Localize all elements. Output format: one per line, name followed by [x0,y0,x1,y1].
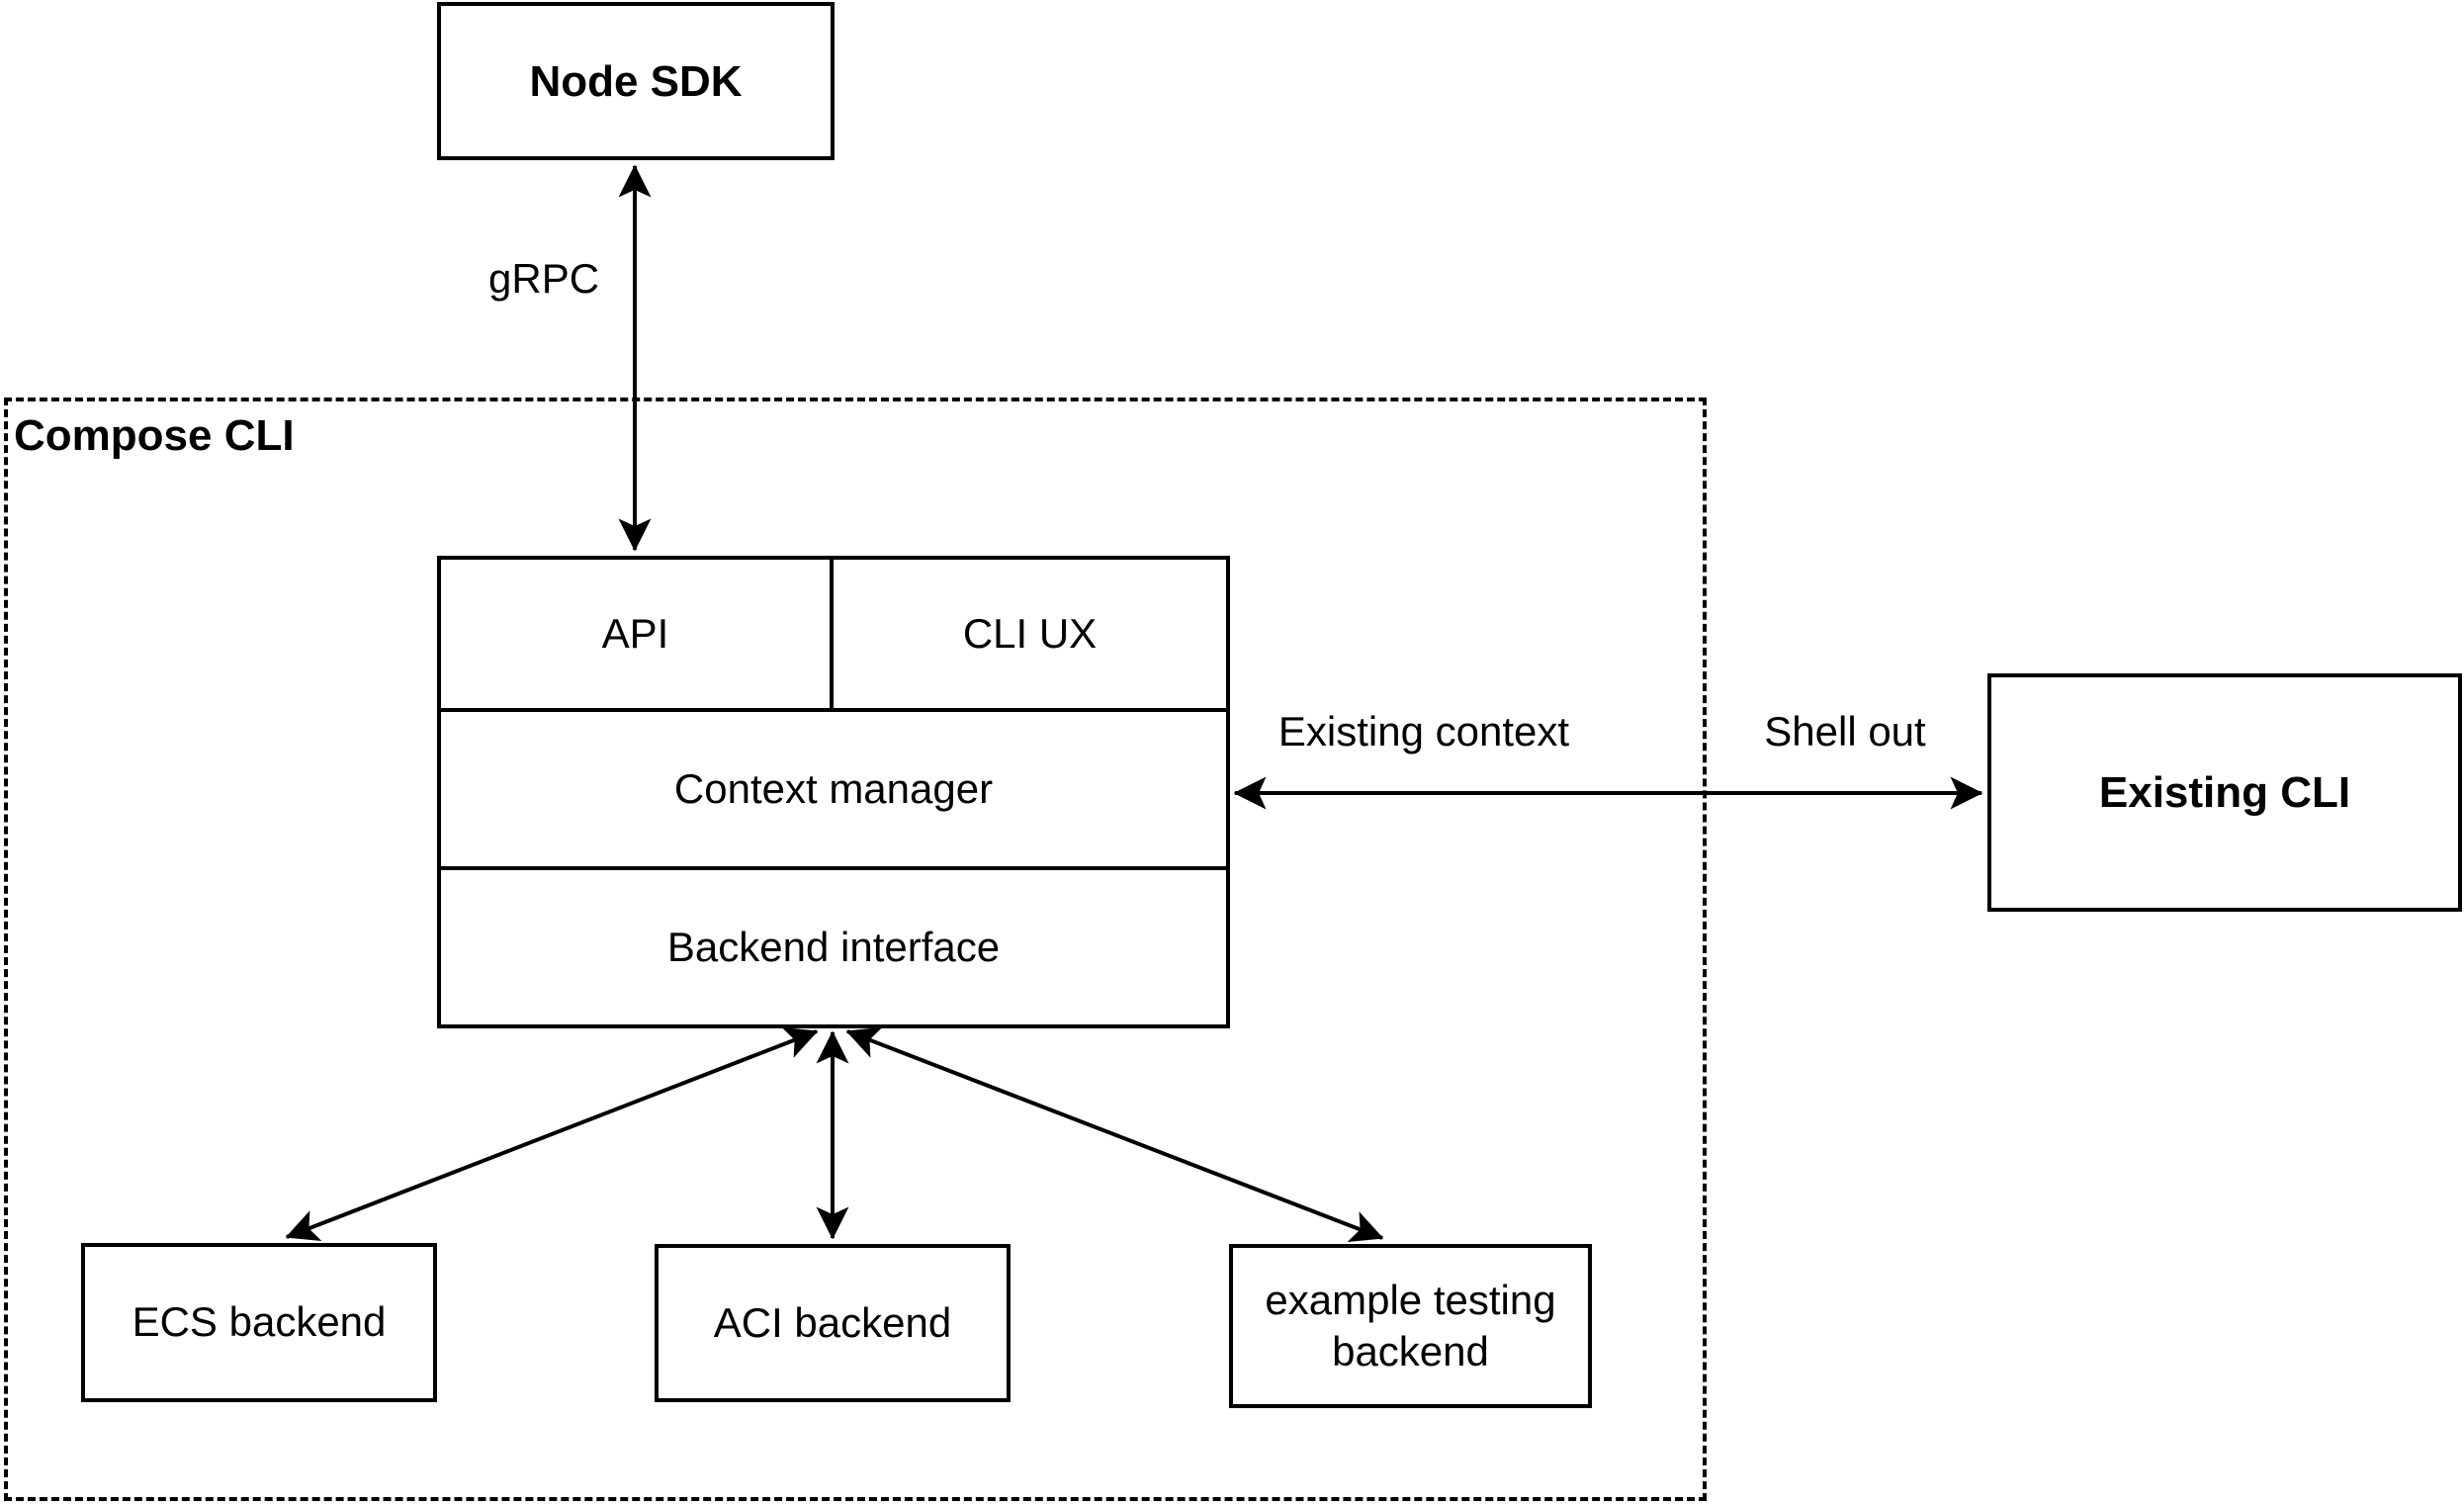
backend-interface-row: Backend interface [441,870,1226,1024]
existing-cli-box: Existing CLI [1987,673,2462,912]
compose-core-box: API CLI UX Context manager Backend inter… [437,556,1230,1028]
shell-out-edge-label: Shell out [1764,708,1926,754]
node-sdk-label: Node SDK [529,56,743,106]
context-manager-row: Context manager [441,712,1226,870]
aci-backend-box: ACI backend [655,1244,1011,1402]
example-testing-backend-box: example testing backend [1229,1244,1592,1408]
ecs-backend-box: ECS backend [81,1243,437,1402]
existing-context-edge-label: Existing context [1277,708,1570,754]
api-label: API [601,610,669,657]
existing-cli-label: Existing CLI [2098,768,2351,817]
ecs-backend-label: ECS backend [132,1298,387,1346]
cli-ux-label: CLI UX [962,610,1098,657]
example-testing-backend-label: example testing backend [1265,1276,1556,1375]
node-sdk-box: Node SDK [437,2,835,160]
context-manager-label: Context manager [673,765,994,812]
compose-cli-container: Compose CLI [4,398,1707,1501]
aci-backend-label: ACI backend [713,1298,952,1346]
compose-cli-label: Compose CLI [14,411,295,460]
api-cliux-row: API CLI UX [441,560,1226,712]
api-cell: API [441,560,834,708]
cli-ux-cell: CLI UX [834,560,1226,708]
backend-interface-label: Backend interface [666,924,1001,970]
grpc-edge-label: gRPC [488,255,600,302]
